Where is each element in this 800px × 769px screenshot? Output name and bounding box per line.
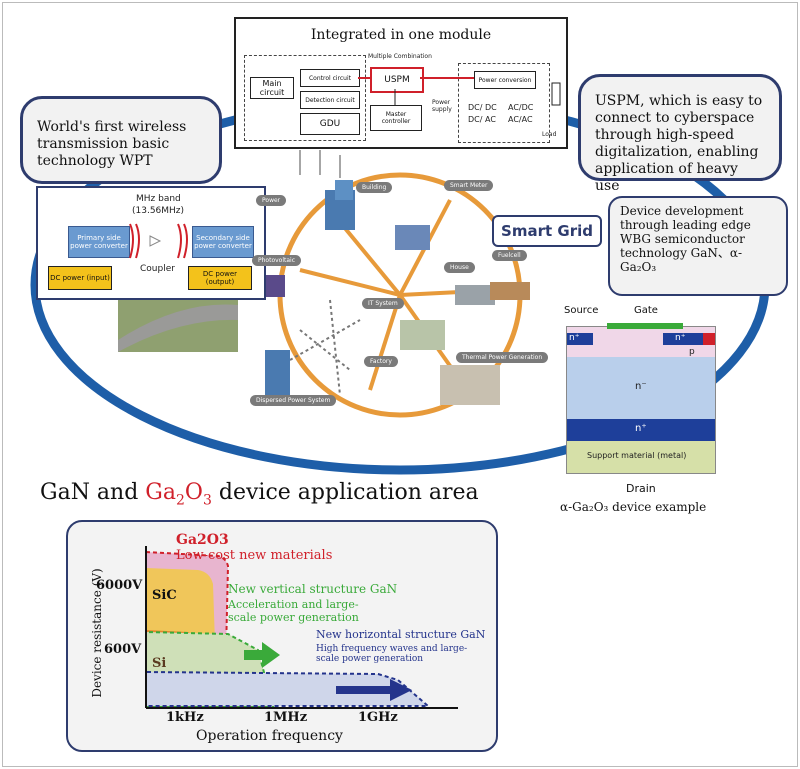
device-contact [703,333,715,345]
load-label: Load [542,131,557,138]
heading-material: Ga [145,480,176,505]
smart-grid-label: Smart Grid [492,215,602,247]
device-support-layer [567,441,715,473]
device-n-plus-sub: n⁺ [635,423,647,434]
module-arrows [358,77,561,106]
device-caption: α-Ga₂O₃ device example [560,500,707,514]
device-p-label: p [689,347,695,357]
device-n-plus-right: n⁺ [675,333,686,343]
dc-output-box: DC power (output) [188,266,252,290]
heading-prefix: GaN and [40,480,146,505]
device-left-nplus [567,333,593,345]
x-axis-label: Operation frequency [196,728,343,744]
horizontal-gan-desc: High frequency waves and large-scale pow… [316,644,468,664]
ytick-6000v: 6000V [96,578,143,593]
acdc-label: AC/DC [508,103,534,112]
vertical-gan-title: New vertical structure GaN [228,582,398,596]
secondary-converter: Secondary side power converter [192,226,254,258]
module-title: Integrated in one module [310,27,492,43]
node-house: House [444,262,475,273]
node-fuelcell: Fuelcell [492,250,527,261]
heading-sub1: 2 [176,492,185,509]
device-nplus-layer [567,419,715,441]
horizontal-gan-title: New horizontal structure GaN [316,628,486,641]
power-supply-label: Power supply [432,99,452,113]
device-callout: Device development through leading edge … [608,196,788,296]
device-support-label: Support material (metal) [587,451,687,460]
uspm-block: USPM [370,67,424,93]
device-right-nplus [663,333,703,345]
device-drift-layer [567,357,715,419]
module-left-group [244,55,366,141]
wpt-freq-label: (13.56MHz) [132,206,185,216]
sic-label: SiC [152,588,177,603]
xtick-1mhz: 1MHz [264,710,308,725]
ga2o3-desc: Low-cost new materials [176,548,333,563]
application-area-chart: Ga2O3 Low-cost new materials New vertica… [66,520,498,752]
coupler-label: Coupler [140,264,175,274]
dc-input-box: DC power (input) [48,266,112,290]
multiple-combination-label: Multiple Combination [368,53,432,60]
dcdc-label: DC/ DC [468,103,497,112]
wpt-band-label: MHz band [136,194,181,204]
device-n-plus-left: n⁺ [569,333,580,343]
node-dispersed: Dispersed Power System [250,395,337,406]
node-thermal: Thermal Power Generation [456,352,549,363]
device-gate-label: Gate [634,305,658,316]
node-it-system: IT System [362,298,404,309]
xtick-1ghz: 1GHz [358,710,398,725]
node-power: Power [256,195,287,206]
device-source-label: Source [564,305,599,316]
acac-label: AC/AC [508,115,533,124]
gdu-block: GDU [300,113,360,135]
node-factory: Factory [364,356,398,367]
module-right-group [458,63,550,143]
device-drain-label: Drain [626,482,656,495]
device-n-minus-label: n⁻ [635,381,647,392]
node-photovoltaic: Photovoltaic [252,255,301,266]
section-heading: GaN and Ga2O3 device application area [40,480,479,508]
power-conversion-block: Power conversion [474,71,536,89]
control-circuit-block: Control circuit [300,69,360,87]
node-smart-meter: Smart Meter [444,180,494,191]
device-gate-bar [607,323,683,329]
wpt-diagram: MHz band (13.56MHz) Primary side power c… [36,186,266,300]
heading-o: O [184,480,203,505]
dcac-label: DC/ AC [468,115,496,124]
primary-converter: Primary side power converter [68,226,130,258]
uspm-callout: USPM, which is easy to connect to cybers… [578,74,782,194]
vertical-gan-desc: Acceleration and large-scale power gener… [228,598,359,624]
wpt-callout: World's first wireless transmission basi… [20,96,222,184]
detection-circuit-block: Detection circuit [300,91,360,109]
si-label: Si [152,656,167,671]
module-box: Integrated in one module Main circuit Co… [234,17,568,149]
ytick-600v: 600V [104,642,142,657]
application-area-shapes [145,546,458,709]
node-building: Building [356,182,393,193]
heading-sub2: 3 [202,492,212,509]
ga2o3-label: Ga2O3 [176,532,229,548]
main-circuit-block: Main circuit [250,77,294,99]
heading-suffix: device application area [211,480,479,505]
coupler-coils [129,223,188,259]
y-axis-label: Device resistance (V) [90,568,104,698]
xtick-1khz: 1kHz [166,710,204,725]
device-cross-section: n⁺ n⁺ p n⁻ n⁺ Support material (metal) [566,323,716,474]
master-controller-block: Master controller [370,105,422,131]
